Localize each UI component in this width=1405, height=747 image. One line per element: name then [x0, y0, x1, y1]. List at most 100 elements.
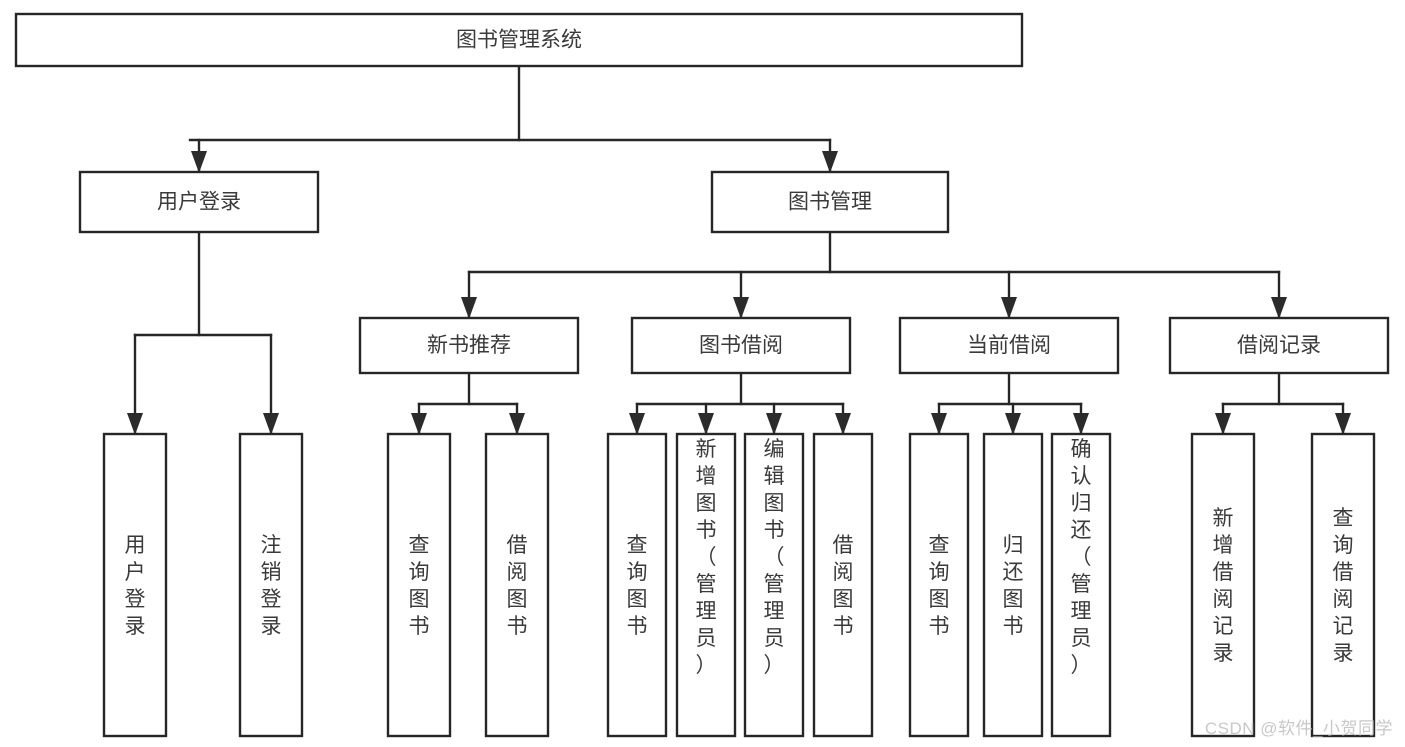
node-leaf-query-book-borrow[interactable]: 查询图书 [606, 432, 668, 738]
edge-borrow-record-to-leaf-query-borrow-record [1335, 402, 1351, 435]
node-label-leaf-user-login: 用户登录 [125, 534, 146, 638]
node-box-leaf-borrow-book[interactable] [812, 432, 874, 738]
node-layer: 图书管理系统用户登录图书管理新书推荐图书借阅当前借阅借阅记录用户登录注销登录查询… [14, 12, 1390, 738]
node-label-root: 图书管理系统 [456, 29, 582, 52]
node-label-leaf-query-book-current: 查询图书 [929, 534, 950, 638]
node-book-manage[interactable]: 图书管理 [710, 170, 950, 234]
node-label-leaf-add-borrow-record: 新增借阅记录 [1213, 507, 1234, 665]
branch-bar-user-login [133, 230, 273, 337]
node-leaf-confirm-return-admin[interactable]: 确认归还（管理员） [1050, 432, 1112, 738]
arrow-head-icon [698, 413, 714, 435]
node-leaf-user-login[interactable]: 用户登录 [102, 432, 168, 738]
node-box-leaf-edit-book-admin[interactable] [743, 432, 805, 738]
arrow-head-icon [509, 413, 525, 435]
node-box-leaf-return-book[interactable] [982, 432, 1044, 738]
node-new-book-recommend[interactable]: 新书推荐 [358, 316, 580, 375]
arrow-head-icon [1005, 413, 1021, 435]
arrow-head-icon [1271, 297, 1287, 319]
node-label-leaf-query-book-rec: 查询图书 [409, 534, 430, 638]
edge-book-manage-to-borrow-record [1271, 270, 1287, 319]
node-label-leaf-query-borrow-record: 查询借阅记录 [1333, 507, 1354, 665]
node-user-login[interactable]: 用户登录 [78, 170, 320, 234]
node-leaf-add-book-admin[interactable]: 新增图书（管理员） [675, 432, 737, 738]
node-label-leaf-query-book-borrow: 查询图书 [627, 534, 648, 638]
arrow-head-icon [835, 413, 851, 435]
node-leaf-borrow-book[interactable]: 借阅图书 [812, 432, 874, 738]
node-box-book-manage[interactable] [710, 170, 950, 234]
arrow-head-icon [127, 413, 143, 435]
arrow-head-icon [191, 151, 207, 173]
node-box-borrow-record[interactable] [1168, 316, 1390, 375]
node-box-leaf-logout-login[interactable] [238, 432, 304, 738]
node-box-user-login[interactable] [78, 170, 320, 234]
node-book-borrow[interactable]: 图书借阅 [630, 316, 852, 375]
edge-borrow-record-to-leaf-add-borrow-record [1215, 402, 1231, 435]
csdn-watermark: CSDN @软件_小贺同学 [1204, 719, 1393, 738]
node-box-leaf-add-borrow-record[interactable] [1190, 432, 1256, 738]
branch-bar-borrow-record [1221, 371, 1345, 406]
node-box-leaf-borrow-book-rec[interactable] [484, 432, 550, 738]
node-leaf-return-book[interactable]: 归还图书 [982, 432, 1044, 738]
arrow-head-icon [1001, 297, 1017, 319]
branch-bar-book-borrow [635, 371, 845, 406]
node-label-current-borrow: 当前借阅 [967, 334, 1051, 357]
edge-book-borrow-to-leaf-add-book-admin [698, 402, 714, 435]
node-leaf-borrow-book-rec[interactable]: 借阅图书 [484, 432, 550, 738]
branch-bar-book-manage [467, 230, 1281, 274]
arrow-head-icon [822, 151, 838, 173]
edge-book-borrow-to-leaf-query-book-borrow [629, 402, 645, 435]
edge-book-borrow-to-leaf-edit-book-admin [766, 402, 782, 435]
edge-book-manage-to-book-borrow [733, 270, 749, 319]
node-box-leaf-confirm-return-admin[interactable] [1050, 432, 1112, 738]
node-box-leaf-query-borrow-record[interactable] [1310, 432, 1376, 738]
node-leaf-query-book-current[interactable]: 查询图书 [908, 432, 970, 738]
edge-new-book-recommend-to-leaf-borrow-book-rec [509, 402, 525, 435]
node-box-leaf-query-book-rec[interactable] [386, 432, 452, 738]
node-box-current-borrow[interactable] [898, 316, 1120, 375]
node-borrow-record[interactable]: 借阅记录 [1168, 316, 1390, 375]
node-label-leaf-add-book-admin: 新增图书（管理员） [696, 438, 717, 677]
node-box-leaf-query-book-current[interactable] [908, 432, 970, 738]
arrow-head-icon [263, 413, 279, 435]
branch-bar-new-book-recommend [417, 371, 519, 406]
node-box-new-book-recommend[interactable] [358, 316, 580, 375]
arrow-head-icon [931, 413, 947, 435]
node-leaf-edit-book-admin[interactable]: 编辑图书（管理员） [743, 432, 805, 738]
node-box-book-borrow[interactable] [630, 316, 852, 375]
node-leaf-logout-login[interactable]: 注销登录 [238, 432, 304, 738]
node-label-new-book-recommend: 新书推荐 [427, 334, 511, 357]
node-label-leaf-borrow-book-rec: 借阅图书 [507, 534, 528, 638]
node-box-root[interactable] [14, 12, 1024, 68]
node-label-book-borrow: 图书借阅 [699, 334, 783, 357]
node-label-leaf-confirm-return-admin: 确认归还（管理员） [1071, 438, 1092, 677]
arrow-head-icon [411, 413, 427, 435]
arrow-head-icon [1215, 413, 1231, 435]
node-box-leaf-user-login[interactable] [102, 432, 168, 738]
node-label-borrow-record: 借阅记录 [1237, 334, 1321, 357]
node-leaf-query-borrow-record[interactable]: 查询借阅记录 [1310, 432, 1376, 738]
edge-root-to-user-login [191, 138, 207, 173]
edge-book-manage-to-current-borrow [1001, 270, 1017, 319]
node-leaf-add-borrow-record[interactable]: 新增借阅记录 [1190, 432, 1256, 738]
edge-user-login-to-leaf-user-login [127, 333, 143, 435]
edge-user-login-to-leaf-logout-login [263, 333, 279, 435]
node-box-leaf-add-book-admin[interactable] [675, 432, 737, 738]
edge-current-borrow-to-leaf-return-book [1005, 402, 1021, 435]
connector-layer [127, 64, 1351, 435]
node-label-leaf-borrow-book: 借阅图书 [833, 534, 854, 638]
arrow-head-icon [766, 413, 782, 435]
node-leaf-query-book-rec[interactable]: 查询图书 [386, 432, 452, 738]
node-label-book-manage: 图书管理 [788, 191, 872, 214]
branch-bar-root [188, 64, 832, 142]
node-label-leaf-logout-login: 注销登录 [261, 534, 282, 638]
node-root[interactable]: 图书管理系统 [14, 12, 1024, 68]
node-label-user-login: 用户登录 [157, 191, 241, 214]
branch-bar-current-borrow [937, 371, 1083, 406]
arrow-head-icon [461, 297, 477, 319]
node-label-leaf-return-book: 归还图书 [1003, 534, 1024, 638]
edge-new-book-recommend-to-leaf-query-book-rec [411, 402, 427, 435]
node-current-borrow[interactable]: 当前借阅 [898, 316, 1120, 375]
node-box-leaf-query-book-borrow[interactable] [606, 432, 668, 738]
